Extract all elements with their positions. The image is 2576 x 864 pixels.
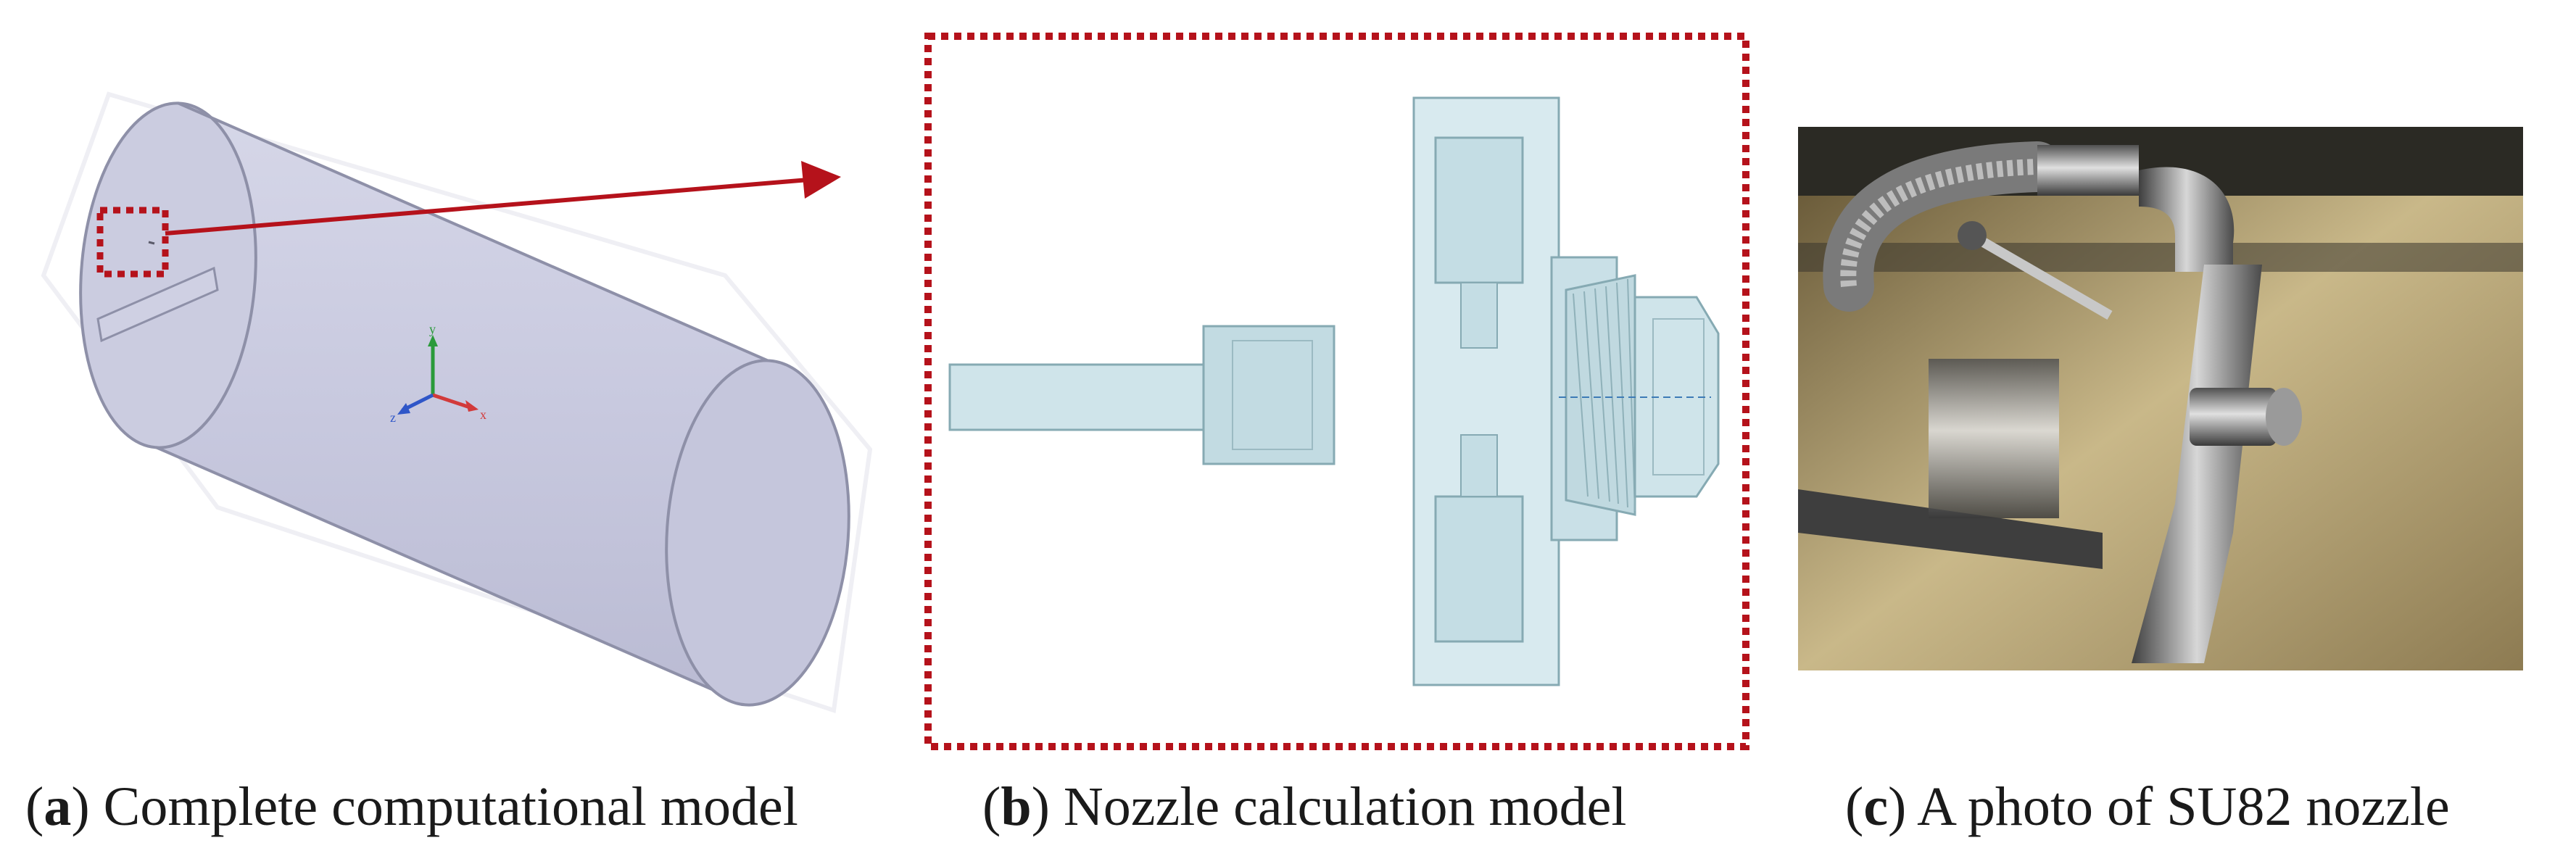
caption-a: (a) Complete computational model	[25, 776, 798, 837]
hose-fitting	[2037, 145, 2139, 196]
hose-braid	[1840, 159, 2038, 287]
caption-b: (b) Nozzle calculation model	[982, 776, 1627, 837]
ghost-outline	[41, 91, 873, 713]
caption-b-letter: b	[1001, 776, 1032, 837]
axis-y-label: y	[429, 322, 436, 336]
panel-a-computational-model: y z x	[0, 0, 914, 768]
nozzle-marker	[148, 241, 155, 245]
axis-triad: y z x	[390, 322, 486, 425]
inlet-pipe	[948, 363, 1212, 431]
side-fitting	[2190, 388, 2277, 446]
mounting-bracket	[1929, 359, 2059, 518]
pipe-elbow	[2139, 167, 2235, 272]
upper-channel	[1460, 282, 1498, 349]
probe-rod	[1969, 230, 2113, 320]
caption-a-letter: a	[44, 776, 72, 837]
upper-chamber	[1434, 136, 1524, 284]
lower-chamber	[1434, 495, 1524, 643]
connector-inner	[1232, 340, 1313, 450]
cylinder-outlet-face	[665, 359, 850, 707]
probe-end	[1958, 221, 1987, 250]
cylinder-model-illustration: y z x	[41, 91, 873, 713]
nozzle-photo	[1798, 127, 2523, 670]
shadow-band	[1798, 243, 2523, 272]
caption-b-text: ) Nozzle calculation model	[1031, 776, 1627, 837]
support-bar	[1798, 489, 2103, 569]
caption-c-text: ) A photo of SU82 nozzle	[1888, 776, 2450, 837]
swirl-cone	[1565, 274, 1636, 516]
nozzle-tip	[2266, 388, 2302, 446]
cylinder-bottom-edge	[155, 446, 747, 706]
pipe-connector	[1202, 325, 1335, 465]
nozzle-manifold	[2132, 265, 2262, 663]
inlet-slot	[96, 266, 219, 343]
nozzle-highlight-box	[96, 207, 169, 278]
caption-c: (c) A photo of SU82 nozzle	[1845, 776, 2450, 837]
panel-c-nozzle-photo	[1798, 127, 2523, 670]
nozzle-model-illustration	[924, 33, 1749, 750]
axis-z-label: z	[390, 410, 396, 425]
swirl-vanes	[1573, 278, 1636, 512]
caption-c-letter: c	[1863, 776, 1889, 837]
lower-channel	[1460, 434, 1498, 497]
caption-a-text: ) Complete computational model	[71, 776, 798, 837]
panel-b-nozzle-model	[921, 29, 1769, 754]
axis-x-label: x	[480, 407, 486, 422]
zoom-frame	[924, 33, 1749, 750]
